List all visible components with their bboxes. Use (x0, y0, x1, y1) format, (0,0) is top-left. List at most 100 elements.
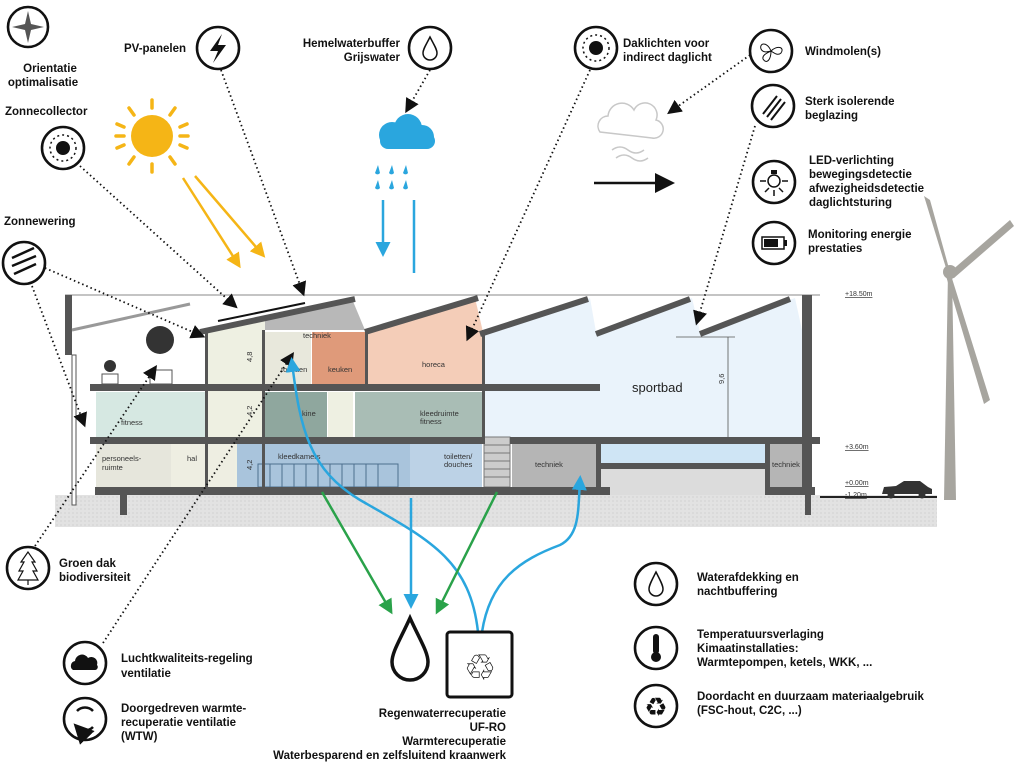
lightning-icon (195, 25, 241, 71)
label-water: Warmterecuperatie (402, 736, 506, 748)
room-label: ruimte (102, 463, 123, 472)
green-flow-arrow (320, 491, 393, 615)
label-water: Regenwaterrecuperatie (379, 708, 506, 720)
label-materials: (FSC-hout, C2C, ...) (697, 705, 802, 717)
dimension-label: 9,6 (717, 374, 726, 384)
label-pv: PV-panelen (124, 43, 186, 55)
label-waterproof: nachtbuffering (697, 586, 778, 598)
compass-icon (6, 5, 50, 49)
label-orientation: optimalisatie (8, 77, 78, 89)
room-label: techniek (303, 331, 331, 340)
room-label: toiletten/ (444, 452, 473, 461)
label-temperature: Warmtepompen, ketels, WKK, ... (697, 657, 872, 669)
room-label: hal (187, 454, 197, 463)
label-monitoring: Monitoring energie (808, 229, 912, 241)
room-horeca (367, 298, 483, 384)
label-rainbuffer: Hemelwaterbuffer (303, 38, 401, 50)
room-fitness (96, 392, 206, 437)
green-flow-arrow (435, 491, 499, 615)
room-label: fitness (121, 418, 143, 427)
leader-lines (31, 54, 756, 644)
level-label: -1.20m (845, 492, 867, 499)
label-monitoring: prestaties (808, 243, 862, 255)
label-orientation: Orientatie (23, 63, 77, 75)
room-label: techniek (772, 460, 800, 469)
label-water: Waterbesparend en zelfsluitend kraanwerk (273, 750, 506, 762)
water-flow-arrow (285, 357, 480, 633)
wind-cloud-illustration (597, 102, 664, 162)
glazing-icon (750, 83, 796, 129)
svg-text:♻: ♻ (644, 693, 667, 723)
room-label: techniek (535, 460, 563, 469)
room-personeel (96, 444, 171, 487)
label-heatrecovery: (WTW) (121, 731, 158, 743)
cloud-icon (62, 640, 108, 686)
room-label: kleedruimte (420, 409, 459, 418)
label-led: LED-verlichting (809, 155, 894, 167)
recycle-icon: ♻ (633, 683, 679, 729)
building-section (65, 294, 820, 515)
room-kleedkamers (237, 444, 410, 487)
room-kine (265, 392, 327, 437)
dimension-label: 4,2 (245, 406, 254, 416)
water-drop-icon (390, 613, 430, 682)
sun-ray-arrow (181, 177, 241, 269)
room-label: kine (302, 409, 316, 418)
light-bulb-icon (751, 159, 797, 205)
ground (55, 495, 937, 527)
label-temperature: Kimaatinstallaties: (697, 643, 799, 655)
sun-icon (40, 125, 86, 171)
label-temperature: Temperatuursverlaging (697, 629, 824, 641)
fan-icon (748, 28, 794, 74)
label-airquality: Luchtkwaliteits-regeling (121, 653, 253, 665)
room-label: horeca (422, 360, 446, 369)
louvres-icon (1, 240, 47, 286)
label-glazing: beglazing (805, 110, 858, 122)
room-label: keuken (328, 365, 352, 374)
cycle-arrows-icon (64, 696, 108, 740)
label-skylights: indirect daglicht (623, 52, 712, 64)
label-sunshade: Zonnewering (4, 216, 76, 228)
label-skylights: Daklichten voor (623, 38, 710, 50)
sun-ray-arrow (194, 175, 266, 258)
label-greenroof: biodiversiteit (59, 572, 131, 584)
rain-cloud-illustration (375, 114, 435, 190)
dimension-label: 4,2 (245, 460, 254, 470)
tree-icon (5, 545, 51, 591)
label-glazing: Sterk isolerende (805, 96, 894, 108)
room-techniek-right (770, 444, 806, 487)
water-flow-arrow (480, 475, 587, 633)
level-label: +18.50m (845, 291, 873, 298)
room-label: kleedkamers (278, 452, 321, 461)
label-led: afwezigheidsdetectie (809, 183, 924, 195)
room-label: fitness (420, 417, 442, 426)
label-heatrecovery: recuperatie ventilatie (121, 717, 236, 729)
level-label: +0.00m (845, 480, 869, 487)
water-drop-icon (407, 25, 453, 71)
recycle-icon: ♲ (464, 648, 496, 689)
thermometer-icon (633, 625, 679, 671)
label-heatrecovery: Doorgedreven warmte- (121, 703, 246, 715)
label-water: UF-RO (470, 722, 506, 734)
room-keuken (312, 332, 365, 384)
label-materials: Doordacht en duurzaam materiaalgebruik (697, 691, 924, 703)
room-label-sportbad: sportbad (632, 380, 683, 395)
label-led: bewegingsdetectie (809, 169, 912, 181)
label-solarcollector: Zonnecollector (5, 106, 88, 118)
room-hal (171, 444, 235, 487)
room-label: personeels- (102, 454, 142, 463)
car-icon (882, 481, 932, 499)
sun-icon (573, 25, 619, 71)
room-techniek-top (265, 299, 365, 330)
recycle-box-icon (445, 630, 514, 699)
dimension-label: 4,8 (245, 352, 254, 362)
label-windmills: Windmolen(s) (805, 46, 881, 58)
battery-icon (751, 220, 797, 266)
water-drop-icon (633, 561, 679, 607)
room-label: douches (444, 460, 473, 469)
label-rainbuffer: Grijswater (344, 52, 401, 64)
level-label: +3.60m (845, 444, 869, 451)
room-toiletten-douches (410, 444, 482, 487)
label-greenroof: Groen dak (59, 558, 116, 570)
